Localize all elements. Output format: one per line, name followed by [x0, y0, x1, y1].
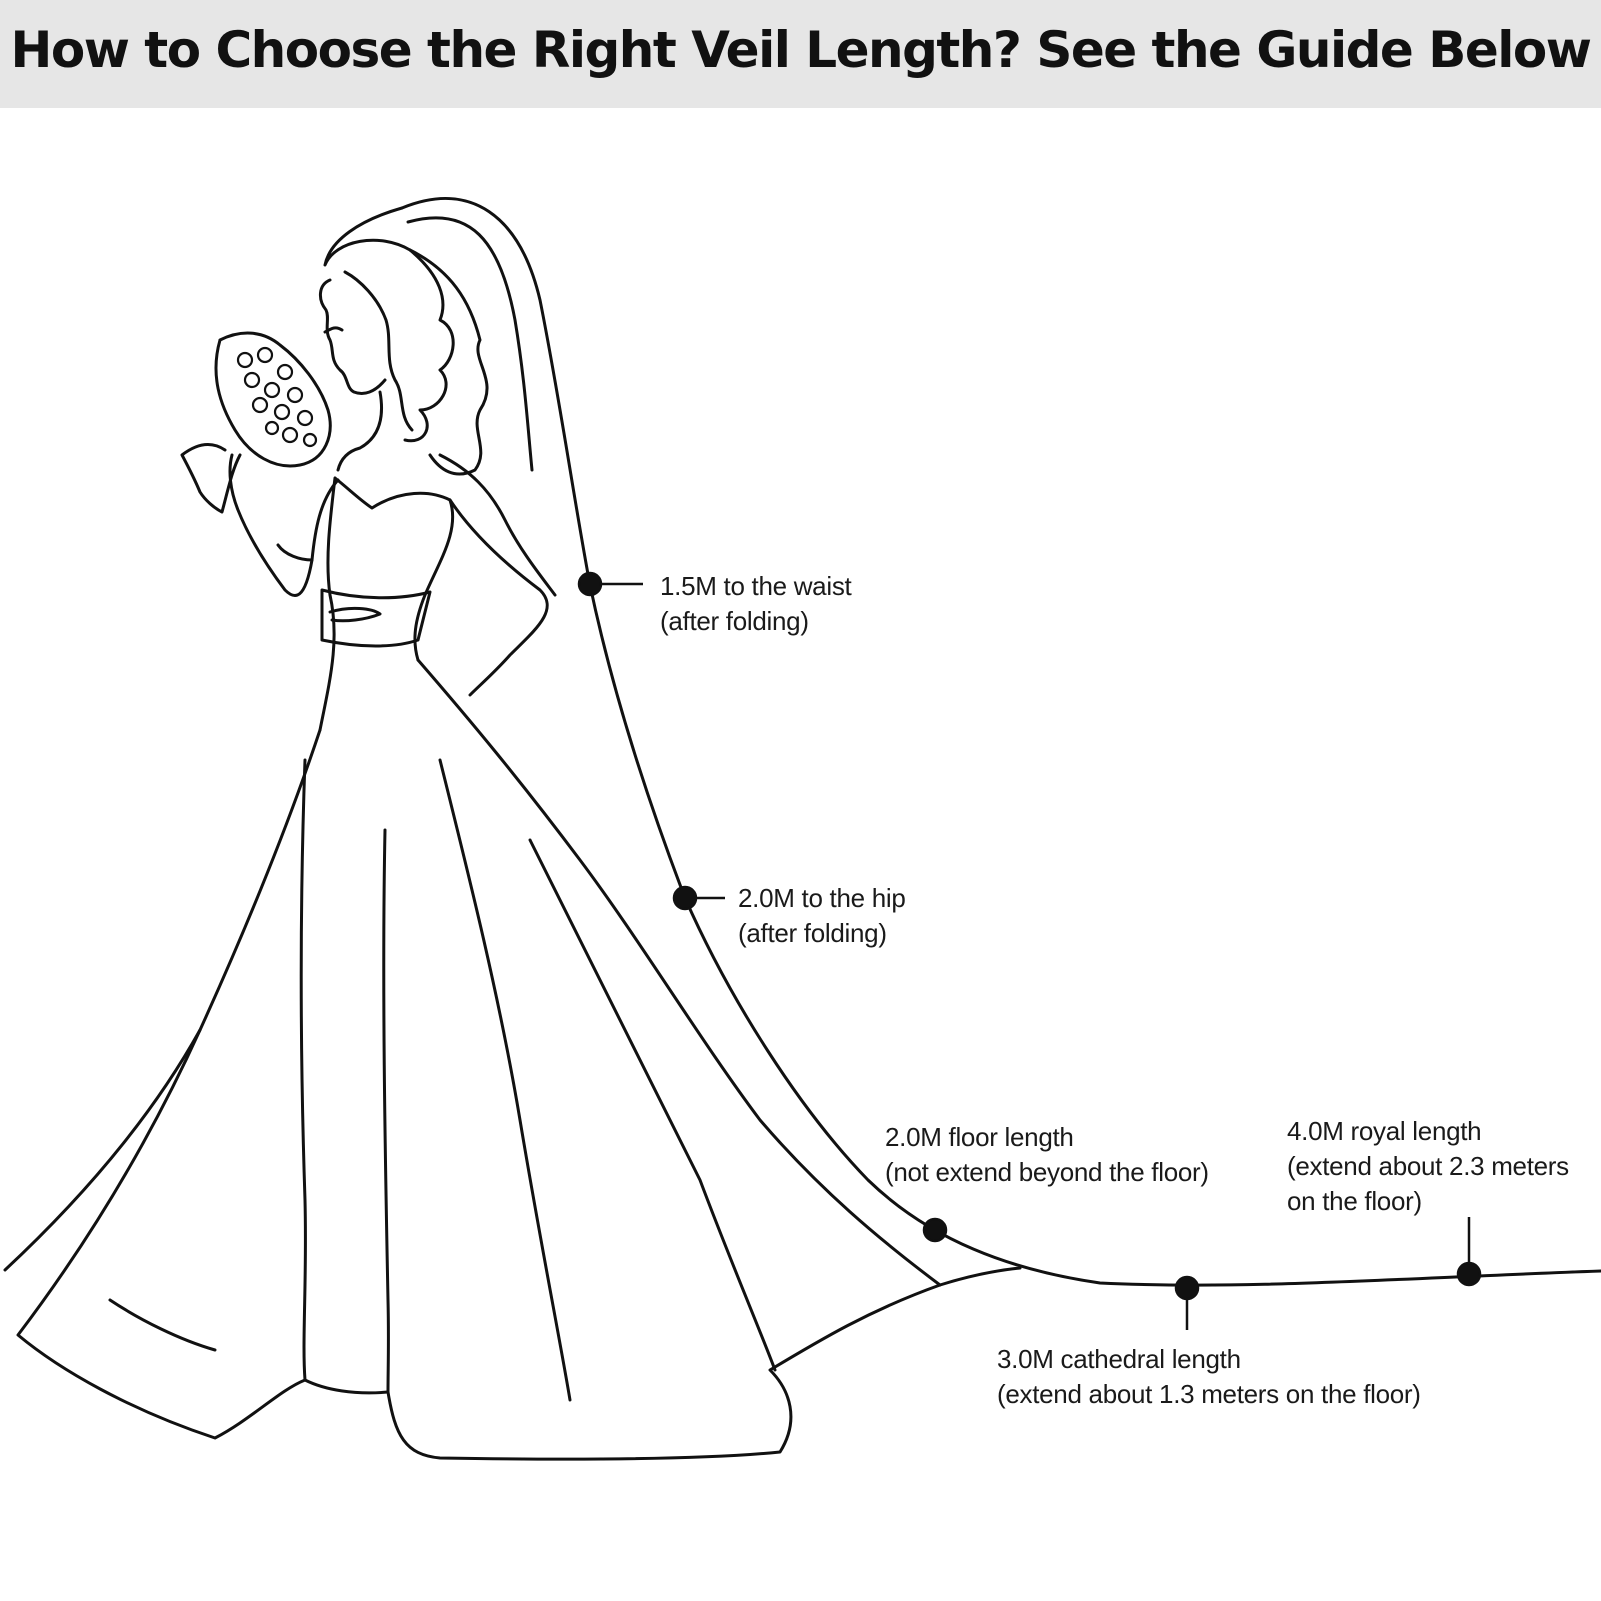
marker-waist	[577, 571, 643, 597]
rose-swirls	[236, 346, 318, 448]
marker-floor	[922, 1217, 948, 1243]
skirt-left	[16, 728, 390, 1440]
callout-waist-length: 1.5M to the waist	[660, 571, 852, 601]
callout-floor-note: (not extend beyond the floor)	[885, 1157, 1209, 1187]
raised-arm	[228, 453, 340, 598]
bouquet	[214, 331, 332, 468]
page-title: How to Choose the Right Veil Length? See…	[10, 21, 1592, 79]
callout-cathedral-length: 3.0M cathedral length	[997, 1344, 1241, 1374]
callout-royal-note: (extend about 2.3 meters	[1287, 1151, 1569, 1181]
callout-royal-length: 4.0M royal length	[1287, 1116, 1482, 1146]
sash	[320, 588, 432, 648]
callout-cathedral-note: (extend about 1.3 meters on the floor)	[997, 1379, 1421, 1409]
callout-royal-note-2: on the floor)	[1287, 1186, 1422, 1216]
marker-royal	[1456, 1217, 1482, 1287]
marker-cathedral	[1174, 1275, 1200, 1330]
marker-hip	[672, 885, 725, 911]
veil-line	[400, 197, 1601, 1287]
veil-inner-line	[406, 216, 534, 472]
title-banner: How to Choose the Right Veil Length? See…	[0, 0, 1601, 108]
callout-waist: 1.5M to the waist (after folding)	[660, 569, 852, 639]
callout-floor-length: 2.0M floor length	[885, 1122, 1074, 1152]
callout-royal: 4.0M royal length (extend about 2.3 mete…	[1287, 1114, 1569, 1219]
callout-floor: 2.0M floor length (not extend beyond the…	[885, 1120, 1209, 1190]
face	[319, 278, 387, 395]
callout-markers	[577, 571, 1482, 1330]
callout-cathedral: 3.0M cathedral length (extend about 1.3 …	[997, 1342, 1421, 1412]
neck	[336, 390, 384, 472]
callout-hip: 2.0M to the hip (after folding)	[738, 881, 906, 951]
callout-hip-note: (after folding)	[738, 918, 887, 948]
arm	[448, 498, 549, 697]
callout-waist-note: (after folding)	[660, 606, 809, 636]
hair	[323, 206, 489, 476]
skirt-right	[416, 658, 942, 1287]
bodice	[318, 476, 455, 732]
skirt-front	[386, 1266, 1022, 1461]
callout-hip-length: 2.0M to the hip	[738, 883, 906, 913]
